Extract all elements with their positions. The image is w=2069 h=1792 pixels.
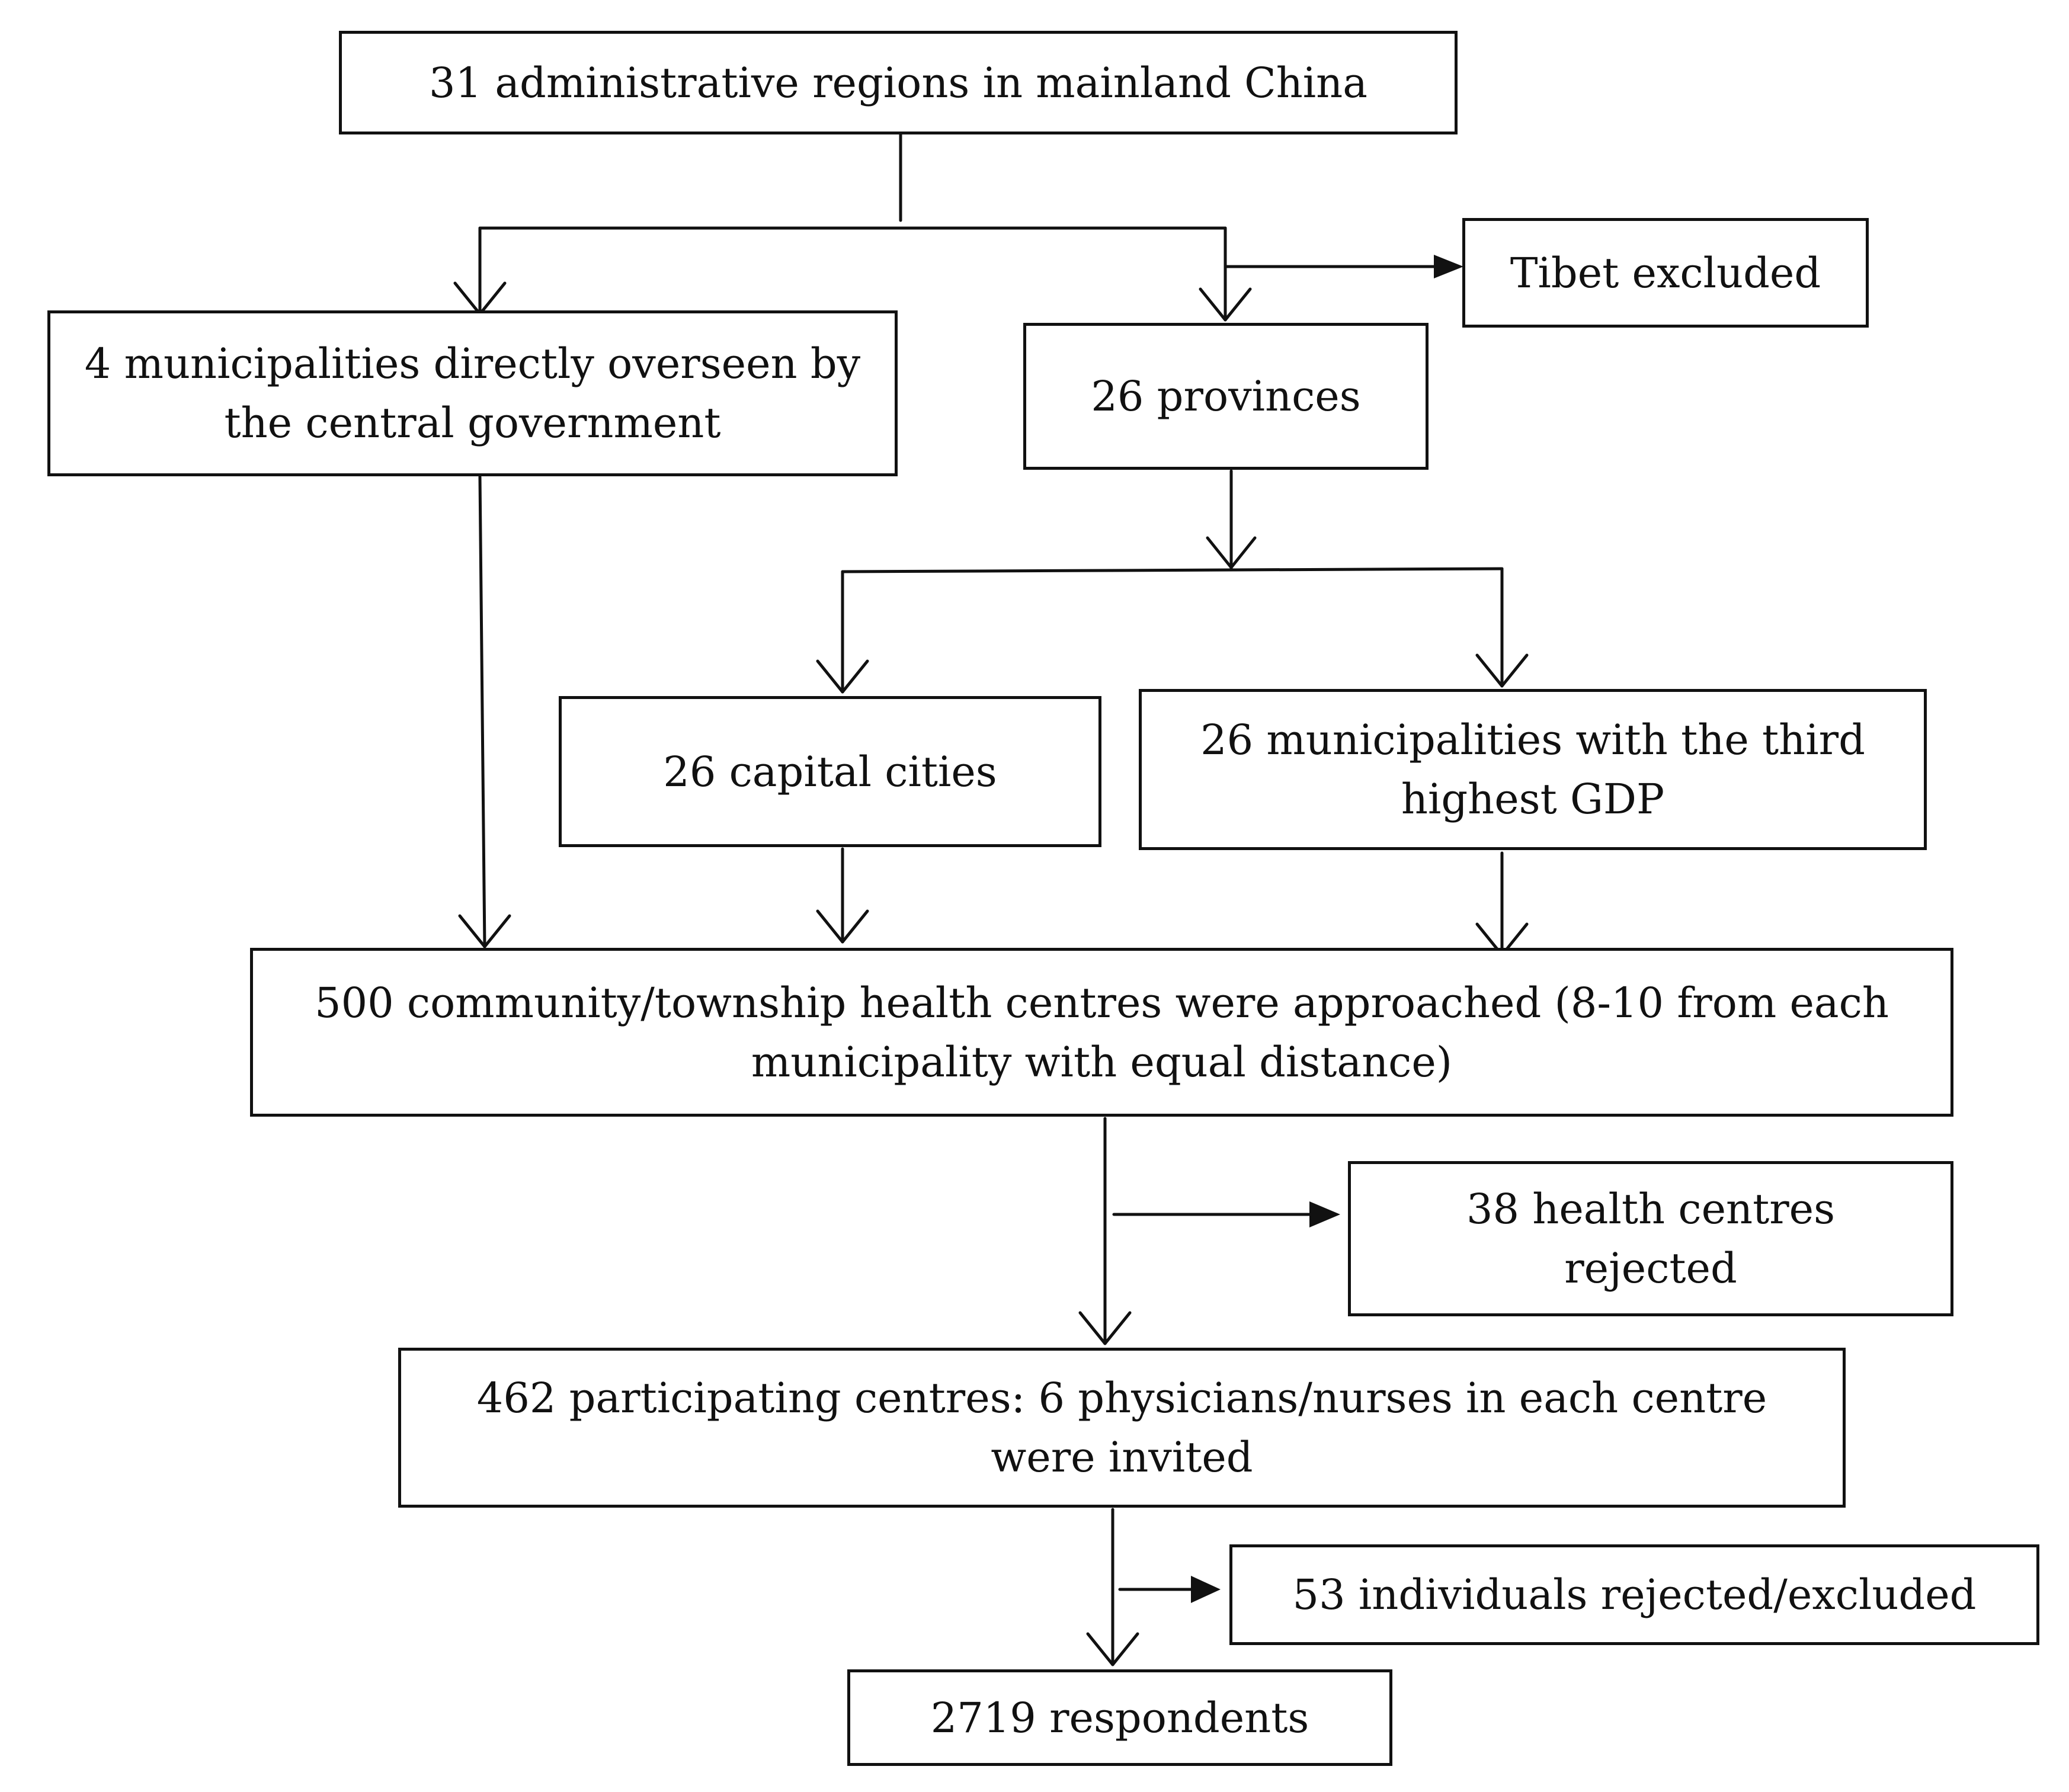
node-municipalities-central-label: 4 municipalities directly overseen by th…	[84, 339, 861, 447]
node-third-gdp: 26 municipalities with the third highest…	[1139, 689, 1927, 850]
node-tibet-excluded-label: Tibet excluded	[1510, 248, 1821, 297]
node-tibet-excluded: Tibet excluded	[1462, 218, 1869, 328]
connector-capital-cities-to-centres-arrowhead	[816, 909, 869, 944]
node-respondents: 2719 respondents	[847, 1669, 1392, 1766]
node-individuals-rejected: 53 individuals rejected/excluded	[1229, 1544, 2039, 1645]
connector-provinces-branch	[841, 567, 1504, 573]
node-participating-centres: 462 participating centres: 6 physicians/…	[398, 1348, 1846, 1508]
node-provinces-label: 26 provinces	[1091, 372, 1361, 421]
connector-to-tibet-arrowhead	[1434, 255, 1463, 278]
connector-to-provinces-arrowhead	[1199, 287, 1252, 322]
node-third-gdp-label: 26 municipalities with the third highest…	[1200, 716, 1865, 823]
connector-to-third-gdp-arrowhead	[1475, 653, 1529, 688]
node-health-centres-rejected-label: 38 health centres rejected	[1466, 1185, 1836, 1293]
node-health-centres-rejected: 38 health centres rejected	[1348, 1161, 1953, 1316]
node-health-centres-approached: 500 community/township health centres we…	[250, 948, 1953, 1117]
connector-municipalities-to-centres-arrowhead	[458, 914, 511, 948]
node-capital-cities-label: 26 capital cities	[663, 747, 997, 796]
connector-participating-to-respondents-arrowhead	[1086, 1632, 1139, 1666]
node-provinces: 26 provinces	[1023, 323, 1429, 470]
node-participating-centres-label: 462 participating centres: 6 physicians/…	[476, 1374, 1767, 1482]
connector-to-individuals-rejected-arrowhead	[1191, 1576, 1221, 1603]
connector-to-centres-rejected-arrowhead	[1309, 1201, 1340, 1227]
node-regions: 31 administrative regions in mainland Ch…	[339, 31, 1458, 134]
connector-to-capital-cities-arrowhead	[816, 659, 869, 694]
node-individuals-rejected-label: 53 individuals rejected/excluded	[1292, 1570, 1977, 1619]
node-health-centres-approached-label: 500 community/township health centres we…	[315, 978, 1889, 1086]
connector-centres-to-participating-arrowhead	[1078, 1311, 1132, 1345]
node-capital-cities: 26 capital cities	[559, 696, 1101, 847]
node-respondents-label: 2719 respondents	[930, 1693, 1309, 1742]
connector-municipalities-to-centres-line	[478, 475, 486, 948]
node-regions-label: 31 administrative regions in mainland Ch…	[429, 58, 1367, 107]
node-municipalities-central: 4 municipalities directly overseen by th…	[47, 310, 898, 476]
connector-provinces-stem-arrowhead	[1206, 536, 1257, 569]
